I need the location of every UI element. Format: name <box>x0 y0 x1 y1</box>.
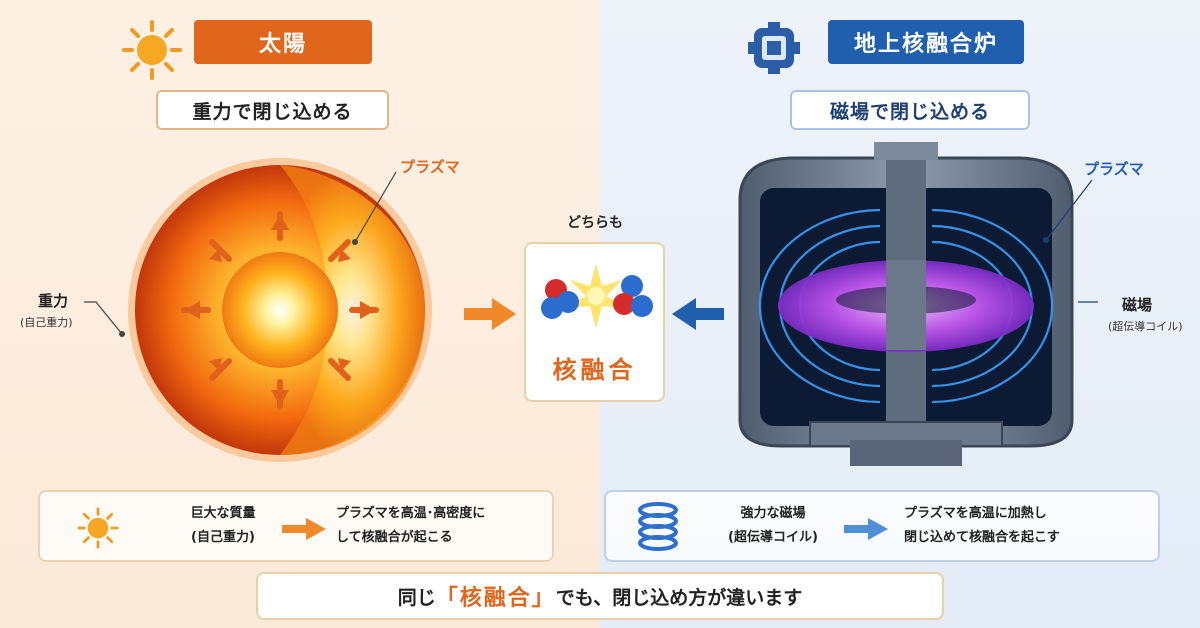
sun-small-icon <box>77 507 119 549</box>
sun-cause-line1: 巨大な質量 <box>190 506 256 521</box>
sun-effect-line2: して核融合が起こる <box>336 530 453 545</box>
reactor-to-fusion-arrow <box>672 298 724 330</box>
gravity-leader-line <box>84 301 125 337</box>
reactor-title: 地上核融合炉 <box>828 20 1024 64</box>
gravity-label: 重力 <box>38 292 69 310</box>
sun-title: 太陽 <box>194 20 372 64</box>
footer-summary: 同じ 「核融合」 でも、閉じ込め方が違います <box>256 572 944 620</box>
both-caption: どちらも <box>567 215 623 231</box>
reactor-effect-line1: プラズマを高温に加熱し <box>904 506 1047 521</box>
fusion-box: 核融合 <box>524 242 665 402</box>
sun-explanation-panel: 巨大な質量 (自己重力) プラズマを高温･高密度に して核融合が起こる <box>38 490 554 562</box>
sun-panel-arrow <box>282 518 326 540</box>
sun-cutaway-illustration <box>128 158 432 462</box>
footer-after: でも、閉じ込め方が違います <box>555 586 803 609</box>
reactor-effect-line2: 閉じ込めて核融合を起こす <box>904 530 1060 545</box>
magnetic-field-sublabel: (超伝導コイル) <box>1108 320 1183 333</box>
fusion-nuclei-icon <box>541 264 653 328</box>
sun-effect-line1: プラズマを高温･高密度に <box>336 506 486 521</box>
footer-before: 同じ <box>397 586 436 609</box>
footer-highlight: 「核融合」 <box>435 586 556 611</box>
gravity-sublabel: (自己重力) <box>20 316 73 329</box>
sun-plasma-label: プラズマ <box>400 158 460 176</box>
reactor-cause-line1: 強力な磁場 <box>740 506 806 521</box>
sun-to-fusion-arrow <box>464 298 516 330</box>
reactor-cause-line2: (超伝導コイル) <box>728 530 818 545</box>
sun-icon <box>122 20 182 80</box>
fusion-label: 核融合 <box>552 356 637 384</box>
sun-cause-line2: (自己重力) <box>191 530 255 545</box>
reactor-subtitle: 磁場で閉じ込める <box>790 90 1030 130</box>
coil-icon <box>638 502 678 551</box>
magnetic-field-label: 磁場 <box>1122 296 1153 314</box>
reactor-explanation-panel: 強力な磁場 (超伝導コイル) プラズマを高温に加熱し 閉じ込めて核融合を起こす <box>604 490 1160 562</box>
reactor-plasma-label: プラズマ <box>1084 160 1144 178</box>
reactor-panel-arrow <box>844 518 888 540</box>
reactor-icon <box>748 22 800 74</box>
tokamak-cutaway-illustration <box>738 142 1098 466</box>
sun-subtitle: 重力で閉じ込める <box>156 90 389 130</box>
